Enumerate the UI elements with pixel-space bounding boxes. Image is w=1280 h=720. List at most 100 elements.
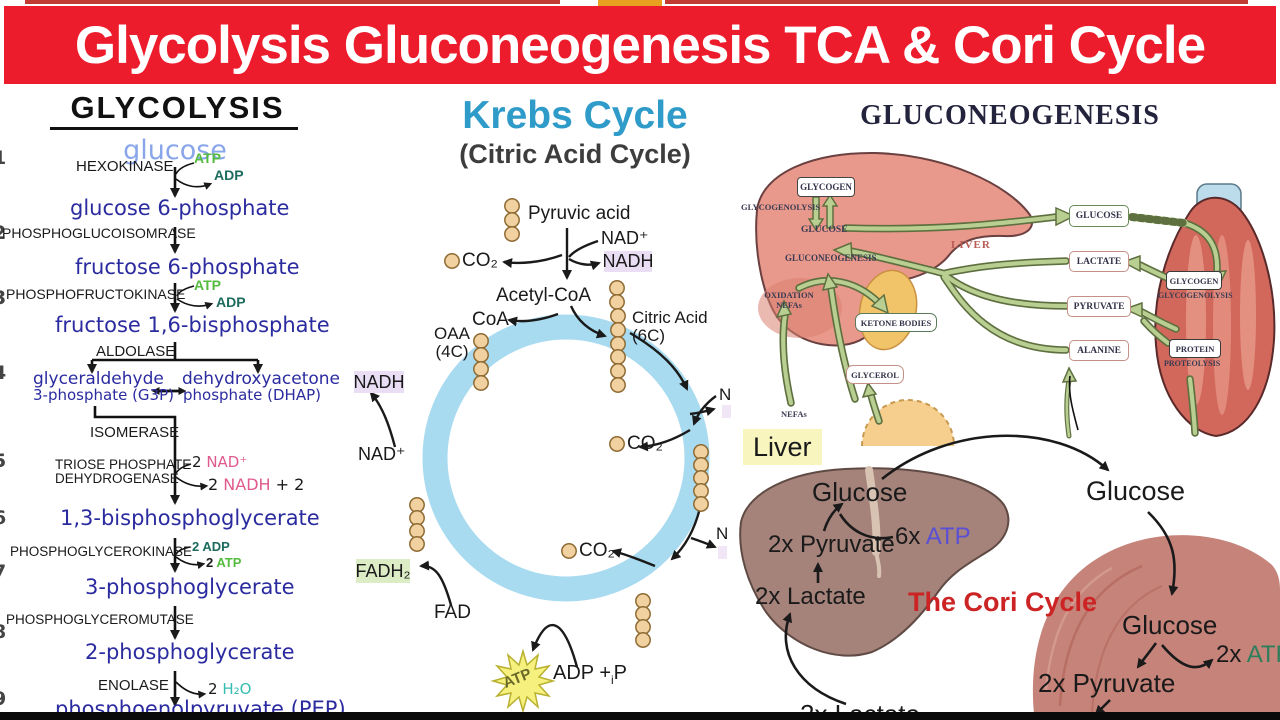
cori-liver-lactate: 2x Lactate (755, 583, 866, 610)
atp2-count: 2x (1216, 641, 1242, 668)
cori-2x-atp: 2x ATP (1216, 642, 1280, 667)
adp-sub-i: i (611, 673, 614, 687)
adipose-shape (862, 400, 954, 446)
step-number-1: 1 (0, 147, 6, 169)
adp-pi-label: ADP +iP (553, 663, 627, 687)
nad-left-label: NAD⁺ (358, 444, 406, 464)
cori-muscle-pyruvate: 2x Pyruvate (1038, 668, 1176, 698)
enzyme-tpd-line2: DEHYDROGENASE (55, 471, 179, 486)
atp2-label: ATP (216, 555, 242, 570)
blood-glucose-box: GLUCOSE (1069, 205, 1129, 227)
co2-left-label: CO₂ (462, 250, 498, 271)
metabolite-dhap-line1: dehydroxyacetone (182, 369, 341, 389)
glycolysis-arrows (87, 162, 1079, 707)
adp-suffix: P (613, 662, 628, 684)
enzyme-phosphoglycerokinase: PHOSPHOGLYCEROKINASE (10, 544, 193, 559)
top-strip-left (25, 0, 560, 4)
krebs-subtitle: (Citric Acid Cycle) (459, 139, 691, 169)
glycogenolysis-label: GLYCOGENOLYSIS (741, 202, 821, 212)
cori-liver-glucose: Glucose (812, 477, 908, 507)
enzyme-phosphoglucoisomrase: PHOSPHOGLUCOISOMRASE (2, 225, 196, 241)
blood-alanine-box: ALANINE (1069, 340, 1129, 361)
muscle-glycogenolysis-label: GLYCOGENOLYSIS (1158, 291, 1233, 300)
enzyme-isomerase: ISOMERASE (90, 424, 180, 441)
muscle-proteolysis-label: PROTEOLYSIS (1164, 359, 1221, 368)
cori-6x-atp: 6x ATP (895, 524, 971, 549)
muscle-protein-box: PROTEIN (1169, 339, 1221, 358)
step-number-3: 3 (0, 287, 6, 309)
cori-liver-pyruvate: 2x Pyruvate (768, 531, 895, 558)
cofactor-2adp: 2 ADP (192, 539, 230, 554)
krebs-title: Krebs Cycle (462, 94, 688, 137)
nad-count: 2 (192, 453, 202, 471)
step-number-5: 5 (0, 450, 6, 472)
nadh-suffix: + 2 (275, 475, 305, 494)
metabolite-g3p-line1: glyceraldehyde (33, 369, 164, 389)
nadh-count: 2 (208, 475, 219, 494)
nad-label: NAD⁺ (206, 453, 248, 471)
metabolite-13bpg: 1,3-bisphosphoglycerate (60, 506, 320, 530)
step-number-9: 9 (0, 688, 6, 710)
liver-glucose-label: GLUCOSE (801, 225, 848, 235)
fad-label: FAD (434, 602, 471, 623)
oaa-line1: OAA (434, 324, 470, 343)
cori-title: The Cori Cycle (908, 587, 1098, 617)
nad-top-label: NAD⁺ (601, 228, 649, 248)
page-title: Glycolysis Gluconeogenesis TCA & Cori Cy… (74, 15, 1206, 75)
glycolysis-title-underline (50, 127, 298, 130)
oxidation-label-line2: NEFAs (776, 300, 802, 310)
top-strip-orange (598, 0, 662, 6)
cofactor-adp-2: ADP (216, 294, 246, 310)
cori-muscle-glucose: Glucose (1122, 610, 1218, 640)
title-banner: Glycolysis Gluconeogenesis TCA & Cori Cy… (4, 6, 1276, 84)
nadh-label: NADH (223, 475, 271, 494)
glycolysis-title: GLYCOLYSIS (70, 90, 285, 125)
muscle-glycogen-box: GLYCOGEN (1166, 271, 1222, 290)
h2o-count: 2 (208, 680, 218, 698)
atp-star (490, 648, 556, 714)
glycerol-box: GLYCEROL (846, 365, 904, 384)
liver-glycogen-box: GLYCOGEN (797, 177, 855, 197)
enzyme-aldolase: ALDOLASE (96, 343, 176, 360)
nadh-top-chip: NADH (602, 251, 654, 272)
liver-region-tag: Liver (743, 429, 822, 465)
co2-right-label: CO₂ (627, 433, 663, 454)
step-number-4: 4 (0, 362, 6, 384)
nadh-left-chip: NADH (353, 371, 405, 393)
atp2-count: 2 (206, 555, 214, 570)
co2-bottom-label: CO₂ (579, 540, 615, 561)
h2o-label: H₂O (222, 680, 252, 698)
metabolite-3pg: 3-phosphoglycerate (85, 575, 295, 599)
enzyme-phosphofructokinase: PHOSPHOFRUCTOKINASE (6, 286, 186, 302)
gluconeogenesis-process-label: GLUCONEOGENESIS (785, 253, 877, 263)
cofactor-2atp: 2 ATP (206, 556, 241, 570)
step-number-2: 2 (0, 222, 6, 244)
atp2-label: ATP (1246, 641, 1280, 668)
enzyme-tpd-line1: TRIOSE PHOSPHATE (55, 457, 192, 472)
cofactor-2nad: 2 NAD⁺ (192, 453, 248, 471)
gluconeo-green-arrows (775, 193, 1228, 439)
cofactor-2h2o: 2 H₂O (208, 680, 252, 698)
top-strip-right (665, 0, 1248, 4)
cofactor-atp-1: ATP (194, 150, 221, 166)
enzyme-enolase: ENOLASE (98, 677, 169, 694)
step-number-7: 7 (0, 561, 6, 583)
bottom-bar (0, 712, 1280, 720)
acetyl-coa-label: Acetyl-CoA (496, 285, 592, 306)
cofactor-atp-2: ATP (194, 277, 221, 293)
fadh2-chip: FADH₂ (356, 559, 411, 583)
enzyme-hexokinase: HEXOKINASE (76, 158, 174, 175)
step-number-6: 6 (0, 507, 6, 529)
gluconeogenesis-title: GLUCONEOGENESIS (860, 100, 1160, 131)
oxidation-label-line1: OXIDATION (764, 290, 814, 300)
clipped-nad-top: N (719, 385, 732, 404)
cofactor-adp-1: ADP (214, 167, 244, 183)
step-number-8: 8 (0, 621, 6, 643)
citric-acid-line2: (6C) (632, 326, 666, 345)
atp6-count: 6x (895, 523, 921, 550)
metabolite-glucose: glucose (123, 135, 227, 166)
metabolite-dhap-line2: phosphate (DHAP) (183, 386, 321, 404)
pyruvic-acid-label: Pyruvic acid (528, 203, 631, 224)
liver-organ-label: LIVER (951, 239, 991, 251)
